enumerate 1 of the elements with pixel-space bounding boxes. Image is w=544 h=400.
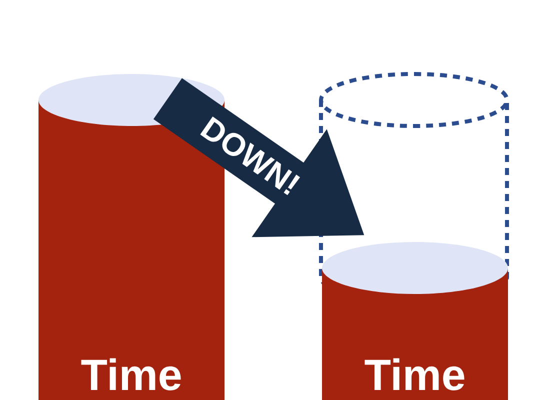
cylinder: Time [322, 242, 508, 400]
